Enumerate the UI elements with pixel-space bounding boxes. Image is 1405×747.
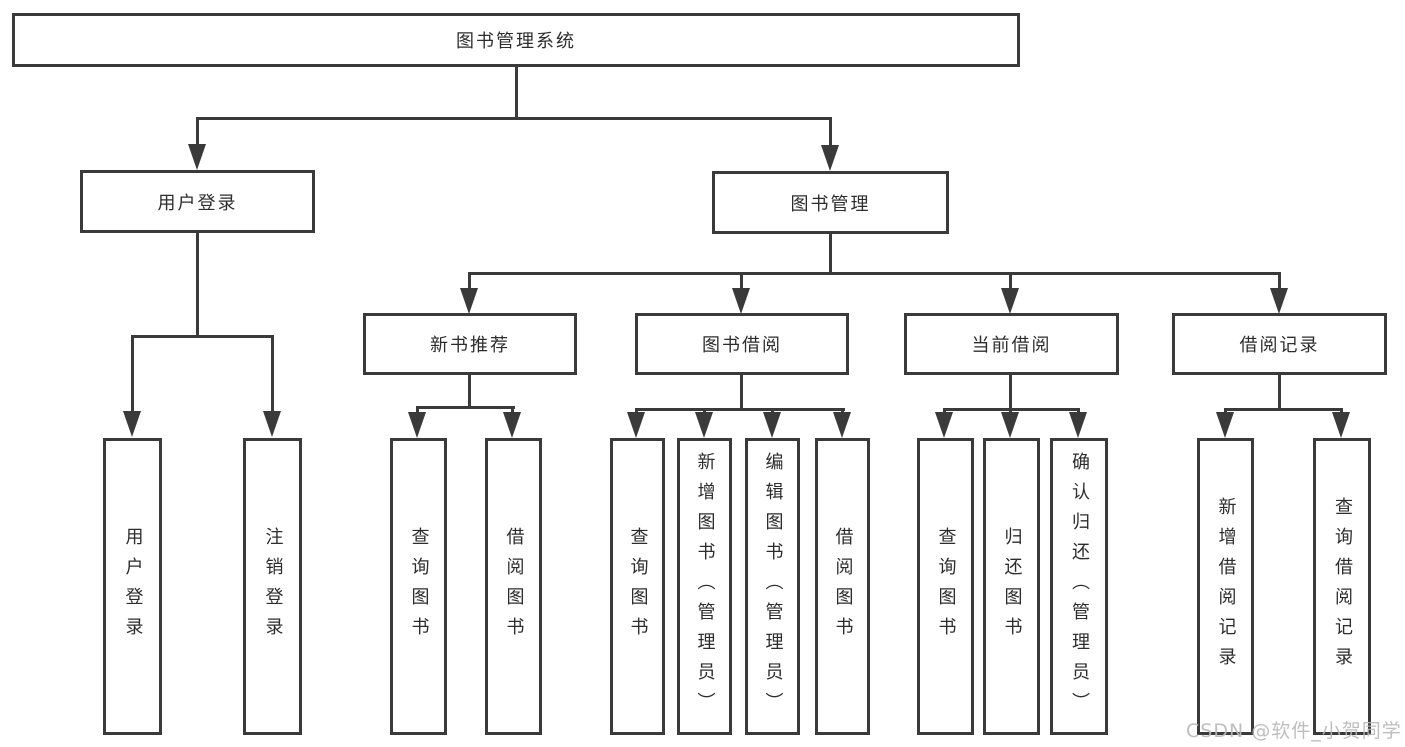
connector-to-bb-edit [771,408,774,414]
connector-to-rec-query [1340,408,1343,414]
connector-records-rail [1224,408,1343,411]
node-book-borrow: 图书借阅 [635,313,849,375]
leaf-borrow-add-books-admin: 新增图书（管理员） [677,438,732,735]
leaf-borrow-query-books: 查询图书 [610,438,665,735]
arrowhead-user-login [188,144,206,170]
leaf-label: 借阅图书 [503,526,525,647]
node-label: 图书借阅 [702,335,782,356]
connector-book-mgmt-rail [468,272,1281,275]
connector-new-book-stem [468,375,471,406]
connector-new-book-rail [416,406,515,409]
connector-to-leaf-user-login [131,335,134,413]
arrowhead-rec-query [1332,412,1350,438]
watermark-text: CSDN @软件_小贺同学 [1186,720,1402,742]
connector-to-bb-add [703,408,706,414]
connector-to-nb-query [416,406,419,414]
leaf-current-confirm-return-admin: 确认归还（管理员） [1050,438,1108,735]
connector-to-current-borrow [1009,272,1012,290]
node-current-borrow: 当前借阅 [904,313,1119,375]
leaf-label: 归还图书 [1001,526,1023,647]
connector-to-bb-borrow [841,408,844,414]
leaf-logout: 注销登录 [243,438,302,735]
arrowhead-cb-query [935,412,953,438]
arrowhead-bb-add [695,412,713,438]
node-label: 当前借阅 [971,335,1052,356]
leaf-records-add-record: 新增借阅记录 [1197,438,1254,735]
connector-to-borrow-records [1278,272,1281,290]
node-new-book-recommend: 新书推荐 [363,313,577,375]
arrowhead-book-borrow [732,288,750,314]
leaf-label: 查询图书 [627,526,649,647]
arrowhead-bb-borrow [833,412,851,438]
connector-to-user-login [196,117,199,146]
connector-book-borrow-stem [740,375,743,408]
leaf-label: 新增图书（管理员） [694,451,716,722]
node-label: 新书推荐 [430,335,510,356]
connector-records-stem [1278,375,1281,408]
node-label: 用户登录 [157,192,238,214]
arrowhead-bb-query [627,412,645,438]
arrowhead-new-book [460,288,478,314]
node-book-management: 图书管理 [712,171,949,234]
leaf-label: 查询图书 [408,526,430,647]
connector-to-bb-query [635,408,638,414]
connector-to-new-book [468,272,471,290]
arrowhead-nb-borrow [503,412,521,438]
connector-root-stem [515,67,518,117]
leaf-label: 借阅图书 [832,526,854,647]
arrowhead-nb-query [408,412,426,438]
arrowhead-current-borrow [1001,288,1019,314]
arrowhead-book-management [821,145,839,171]
connector-to-book-borrow [740,272,743,290]
leaf-label: 新增借阅记录 [1215,496,1237,677]
leaf-current-return-books: 归还图书 [983,438,1040,735]
connector-current-stem [1009,375,1012,408]
connector-to-rec-add [1224,408,1227,414]
leaf-current-query-books: 查询图书 [917,438,974,735]
node-user-login: 用户登录 [80,170,315,233]
arrowhead-cb-return [1001,412,1019,438]
leaf-borrow-edit-books-admin: 编辑图书（管理员） [745,438,800,735]
connector-user-login-stem [196,233,199,335]
connector-to-book-management [829,117,832,146]
leaf-newbook-query-books: 查询图书 [390,438,447,735]
node-label: 借阅记录 [1239,335,1320,356]
leaf-label: 确认归还（管理员） [1069,451,1090,722]
arrowhead-borrow-records [1270,288,1288,314]
arrowhead-leaf-user-login [123,411,141,437]
leaf-label: 查询图书 [935,526,957,647]
connector-root-rail [196,117,832,120]
connector-to-leaf-logout [271,335,274,413]
leaf-user-login: 用户登录 [103,438,162,735]
connector-book-borrow-rail [635,408,845,411]
node-label: 图书管理 [790,193,871,215]
node-label: 图书管理系统 [456,31,576,52]
leaf-label: 注销登录 [262,526,284,647]
leaf-newbook-borrow-books: 借阅图书 [485,438,542,735]
leaf-label: 查询借阅记录 [1332,496,1353,677]
leaf-borrow-borrow-books: 借阅图书 [815,438,870,735]
connector-to-cb-query [943,408,946,414]
connector-to-cb-return [1009,408,1012,414]
arrowhead-rec-add [1216,412,1234,438]
node-library-management-system: 图书管理系统 [12,13,1020,67]
leaf-records-query-record: 查询借阅记录 [1313,438,1371,735]
connector-to-cb-confirm [1077,408,1080,414]
connector-book-mgmt-stem [829,234,832,272]
arrowhead-cb-confirm [1069,412,1087,438]
node-borrow-records: 借阅记录 [1172,313,1387,375]
connector-to-nb-borrow [511,406,514,414]
leaf-label: 用户登录 [122,526,144,647]
arrowhead-bb-edit [763,412,781,438]
arrowhead-leaf-logout [263,411,281,437]
leaf-label: 编辑图书（管理员） [762,451,784,722]
connector-user-login-rail [131,335,274,338]
